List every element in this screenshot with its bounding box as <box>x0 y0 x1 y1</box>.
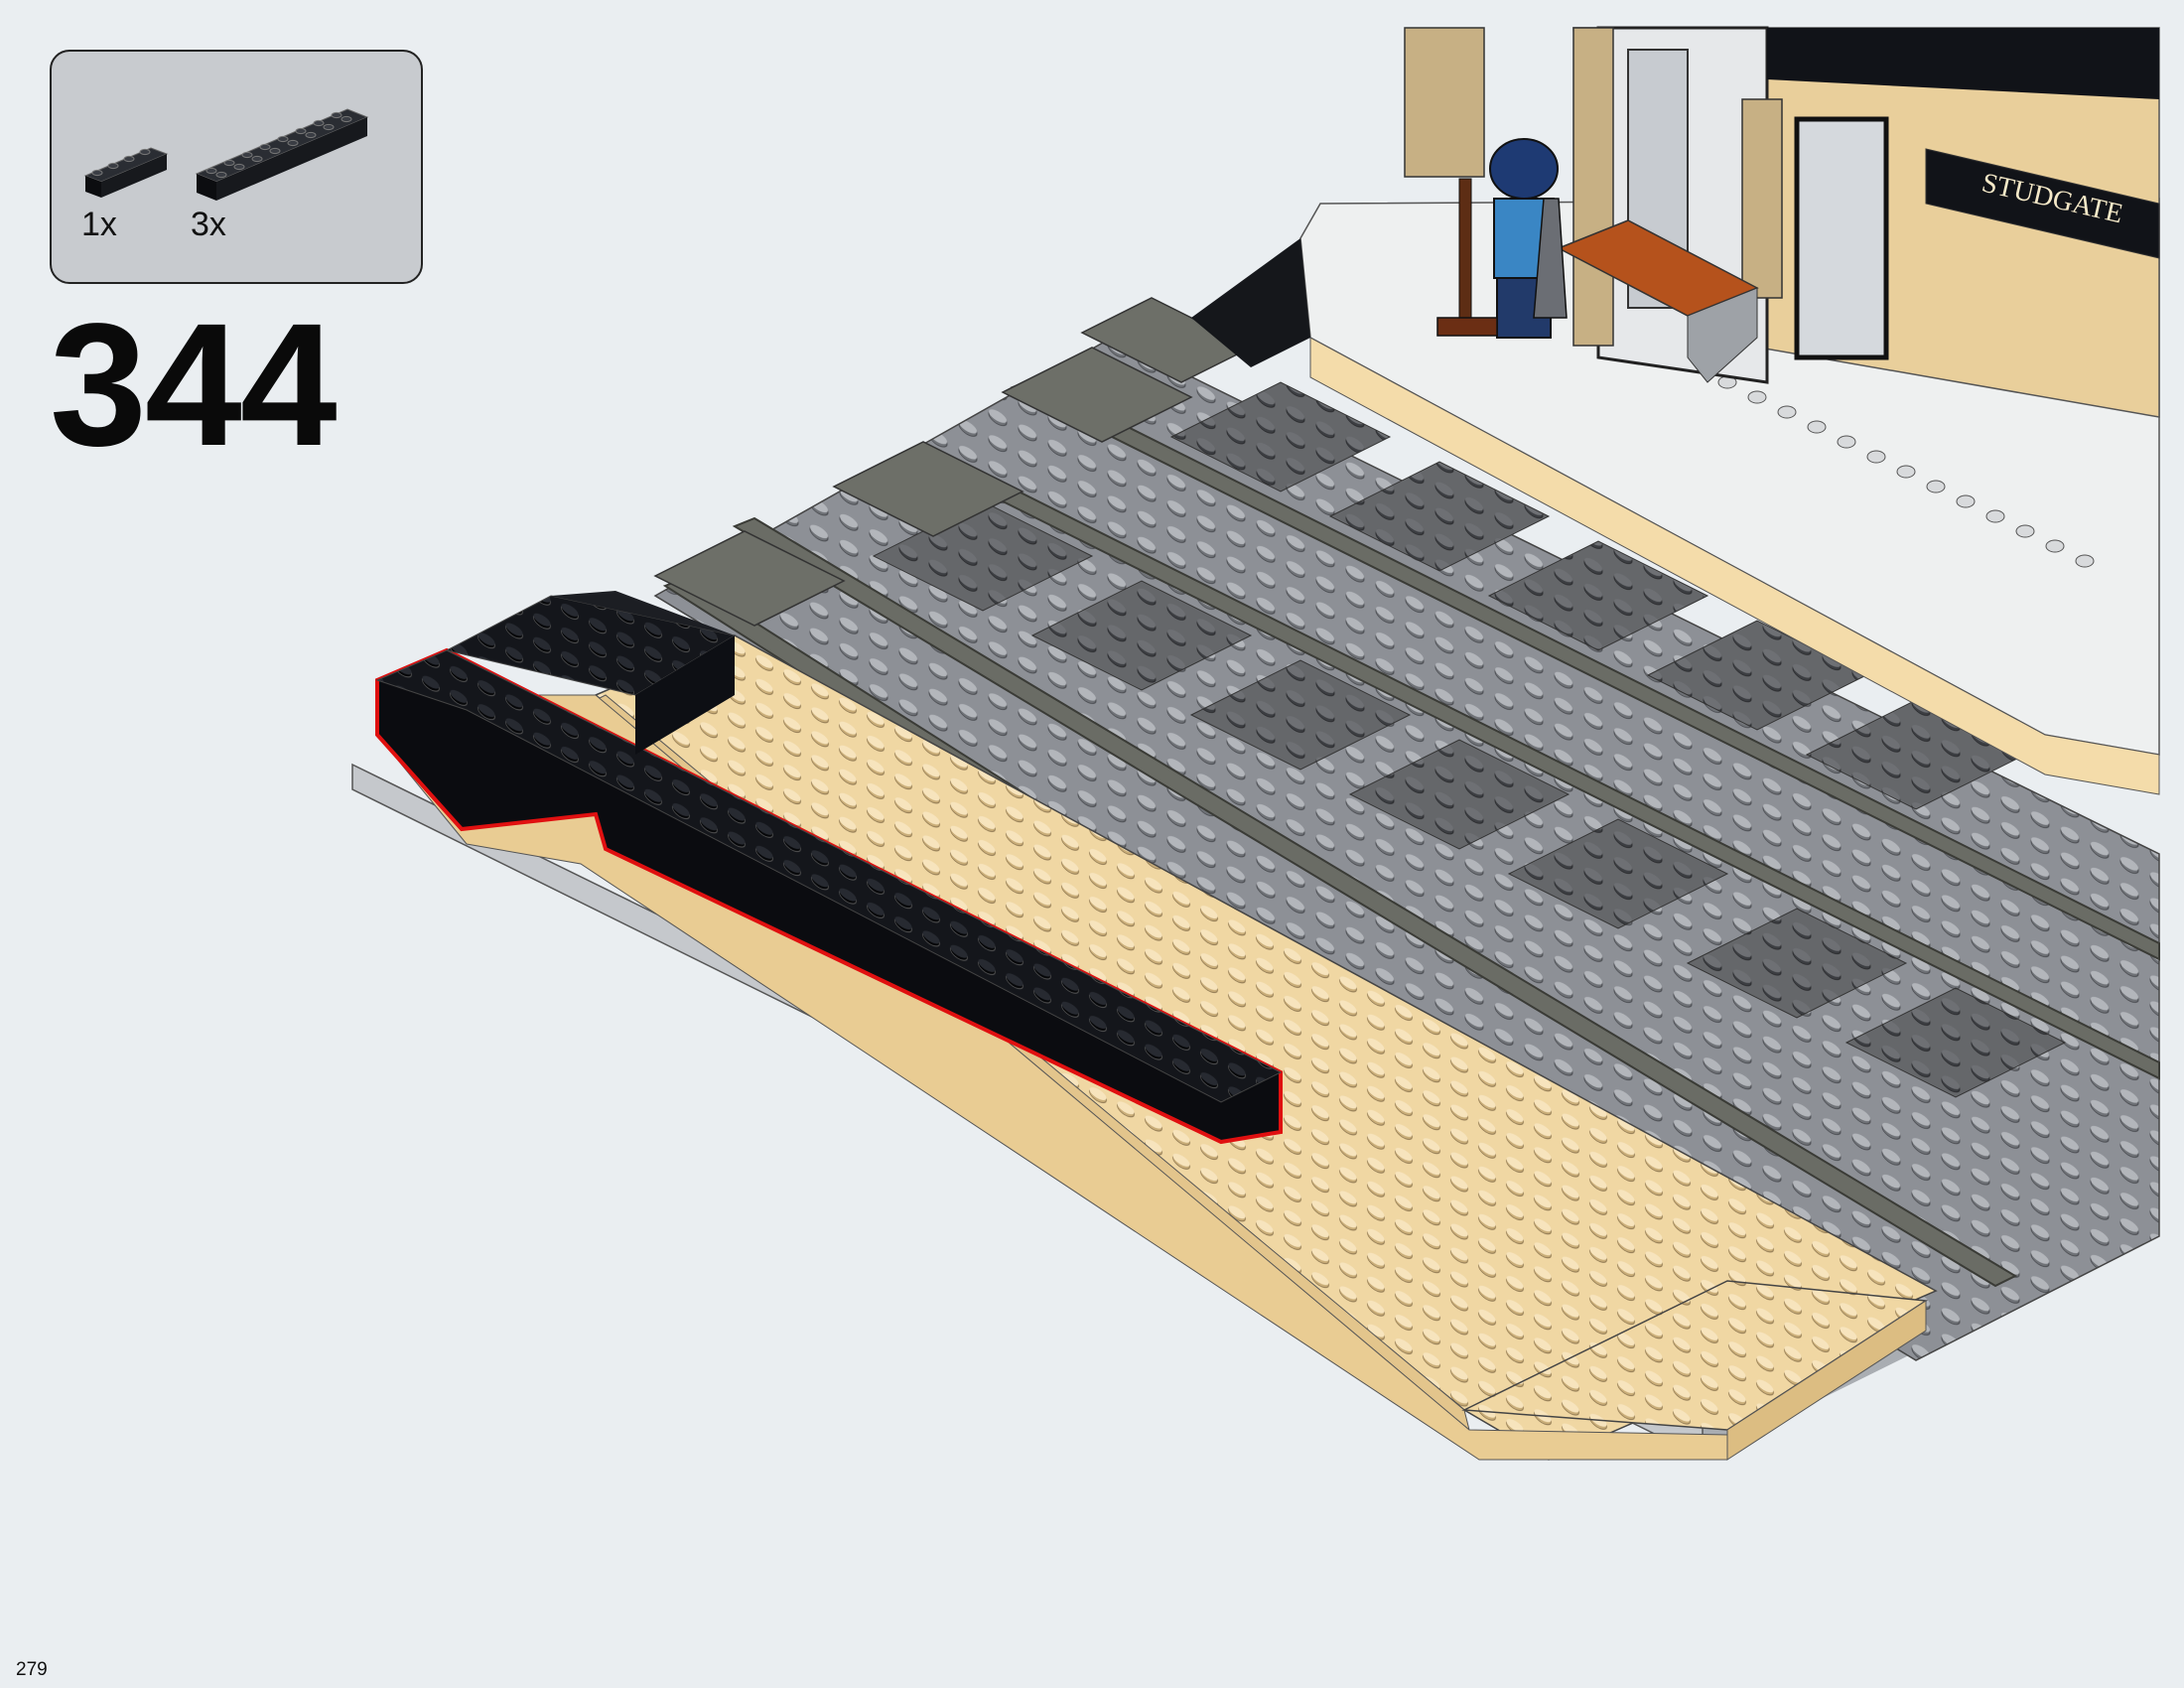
black-brick-1x4-icon <box>83 147 169 198</box>
part-quantity-1x8: 3x <box>191 206 226 243</box>
page-number: 279 <box>16 1659 48 1680</box>
platform-studs <box>1717 375 2095 568</box>
parts-callout: 1x 3x <box>50 50 423 284</box>
new-black-bricks <box>375 647 1283 1145</box>
parts-illustrations <box>83 108 369 201</box>
black-brick-1x8-icon <box>195 108 369 201</box>
minifigure <box>1436 138 1568 339</box>
bench <box>1557 219 1759 383</box>
part-quantity-1x4: 1x <box>81 206 117 243</box>
black-corner-block <box>445 591 737 755</box>
track-ramp-tiles <box>653 297 1253 627</box>
step-number: 344 <box>50 288 338 483</box>
